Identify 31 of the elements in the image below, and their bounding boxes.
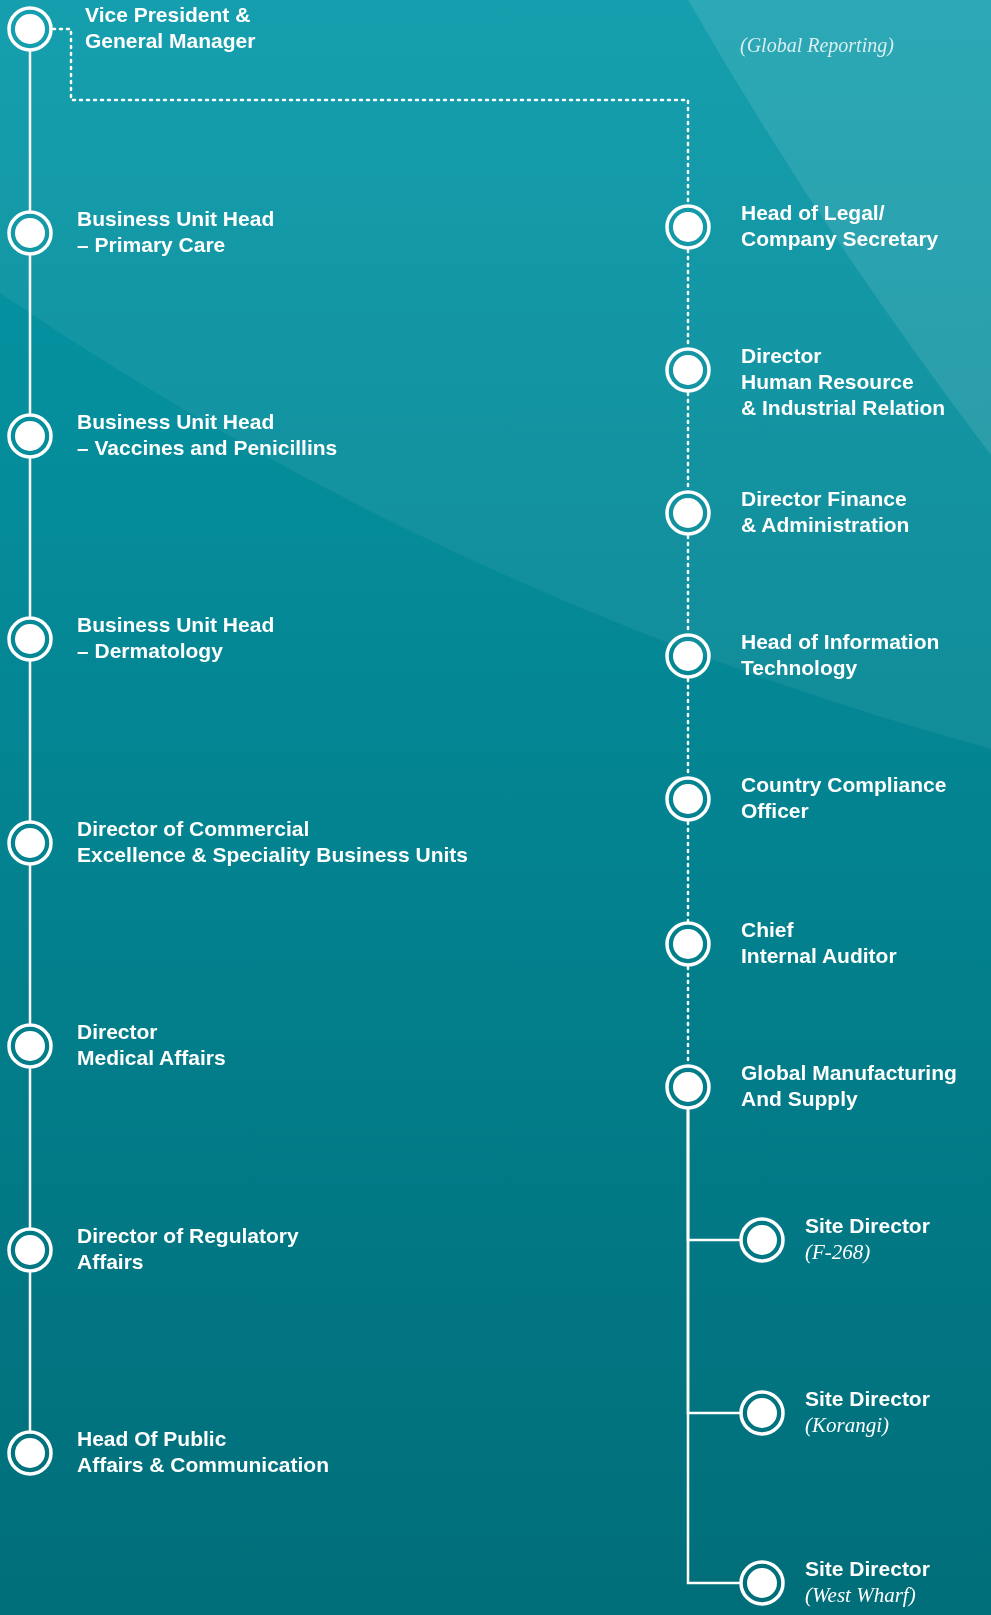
note-text: (Global Reporting)	[740, 33, 894, 59]
connector-line	[28, 50, 32, 212]
role-title: Global Manufacturing And Supply	[741, 1060, 957, 1112]
role-title: Head of Information Technology	[741, 629, 940, 681]
site-location: (West Wharf)	[805, 1582, 917, 1608]
site-location: (F-268)	[805, 1239, 872, 1265]
connector-line	[686, 820, 690, 923]
role-title: Site Director	[805, 1213, 930, 1239]
connector-line	[28, 864, 32, 1025]
role-title: Director Finance & Administration	[741, 486, 910, 538]
role-title: Business Unit Head – Dermatology	[77, 612, 275, 664]
connector-line	[28, 1271, 32, 1432]
role-title: Business Unit Head – Primary Care	[77, 206, 275, 258]
role-title: Business Unit Head – Vaccines and Penicillins	[77, 409, 338, 461]
connector-line	[28, 457, 32, 618]
role-title: Vice President & General Manager	[85, 2, 256, 54]
role-title: Director of Regulatory Affairs	[77, 1223, 299, 1275]
role-title: Chief Internal Auditor	[741, 917, 897, 969]
role-title: Director Human Resource & Industrial Relation	[741, 343, 946, 421]
role-title: Director Medical Affairs	[77, 1019, 226, 1071]
connector-line	[28, 1067, 32, 1229]
role-title: Head of Legal/ Company Secretary	[741, 200, 939, 252]
role-title: Head Of Public Affairs & Communication	[77, 1426, 330, 1478]
connector-line	[28, 660, 32, 822]
connector-line	[28, 254, 32, 415]
role-title: Director of Commercial Excellence & Speciality Business Units	[77, 816, 468, 868]
connector-line	[686, 1108, 741, 1585]
role-title: Country Compliance Officer	[741, 772, 947, 824]
role-title: Site Director	[805, 1556, 930, 1582]
role-title: Site Director	[805, 1386, 930, 1412]
site-location: (Korangi)	[805, 1412, 890, 1438]
